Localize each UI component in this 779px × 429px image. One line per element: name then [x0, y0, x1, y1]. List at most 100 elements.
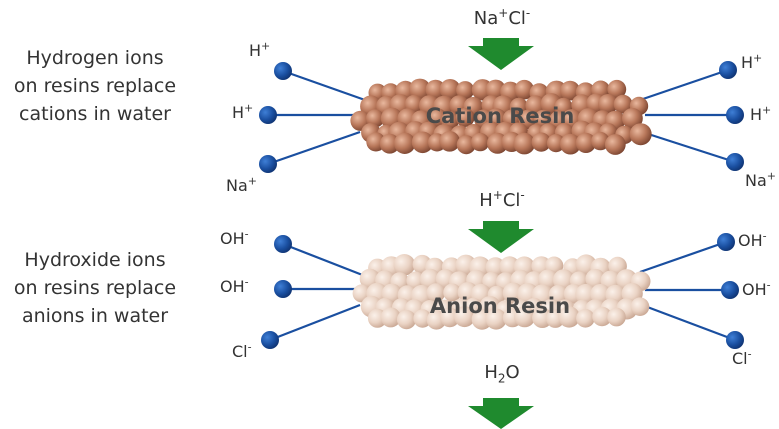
resin-bead	[440, 307, 460, 328]
resin-bead	[394, 132, 416, 154]
resin-bead	[585, 268, 606, 289]
anion-description-line: on resins replace	[13, 277, 177, 299]
cation-ion-label: H+	[249, 41, 270, 60]
resin-bead	[560, 80, 580, 101]
anion-resin-beads	[352, 253, 651, 330]
anion-ion-label: OH-	[220, 275, 249, 296]
ion-symbol: Cl	[232, 342, 248, 361]
resin-bead	[622, 108, 643, 129]
cation-connectors	[267, 68, 736, 166]
anion-ion-label: OH-	[738, 229, 767, 250]
anion-ion-label: OH-	[220, 227, 249, 248]
flow-top-ion-a: Na	[473, 8, 499, 29]
resin-bead	[396, 310, 417, 330]
flow-bottom-b: O	[505, 362, 520, 383]
anion-ion-label: Cl-	[732, 347, 752, 368]
resin-bead	[380, 307, 401, 328]
cation-description-line: Hydrogen ions	[26, 47, 164, 69]
cation-resin-beads	[350, 78, 652, 155]
cation-resin-label: Cation Resin	[425, 104, 575, 128]
ion-symbol: H	[249, 41, 262, 60]
ion-symbol: Na	[226, 176, 248, 195]
resin-bead	[560, 133, 581, 155]
resin-bead	[456, 135, 476, 155]
ion-charge: +	[766, 169, 776, 183]
resin-bead	[499, 256, 520, 277]
anion-description-line: Hydroxide ions	[24, 249, 166, 271]
resin-bead	[411, 131, 434, 154]
resin-bead	[413, 309, 432, 328]
resin-bead	[604, 134, 626, 155]
cation-ion-label: H+	[750, 103, 772, 124]
flow-top-ion-a-charge: +	[498, 6, 509, 20]
cation-ion-label: Na+	[226, 174, 257, 195]
ion-symbol: Na	[745, 171, 767, 190]
resin-bead	[576, 309, 595, 328]
cation-description-line: on resins replace	[13, 75, 177, 97]
anion-connectors	[269, 240, 736, 342]
cation-description-line: cations in water	[19, 103, 171, 125]
resin-bead	[513, 132, 536, 155]
ion-symbol: Cl	[732, 349, 748, 368]
resin-bead	[575, 132, 597, 153]
ion-charge: -	[247, 340, 252, 354]
resin-bead	[531, 132, 551, 152]
flow-arrow-bottom	[468, 398, 534, 429]
resin-bead	[598, 94, 618, 114]
ion-charge: -	[244, 275, 249, 289]
resin-bead	[607, 79, 627, 99]
cation-ion-label: H+	[741, 51, 763, 72]
resin-bead	[485, 308, 507, 330]
resin-bead	[379, 133, 400, 154]
ion-symbol: H	[741, 53, 754, 72]
flow-arrow-middle	[468, 221, 534, 253]
flow-arrow-top	[468, 38, 534, 70]
ion-charge: +	[753, 51, 763, 65]
resin-bead	[443, 283, 462, 302]
resin-bead	[456, 81, 475, 100]
resin-bead	[426, 283, 446, 303]
flow-middle-ion-a-charge: +	[492, 188, 503, 202]
ion-charge: -	[766, 278, 771, 292]
resin-bead	[591, 131, 610, 151]
ion-charge: -	[244, 227, 249, 241]
resin-bead	[592, 306, 612, 327]
resin-bead	[393, 253, 416, 276]
ion-symbol: OH	[738, 231, 763, 250]
resin-bead	[558, 306, 580, 328]
resin-bead	[366, 109, 385, 128]
cation-ion-label: Na+	[745, 169, 776, 190]
ion-symbol: OH	[220, 229, 245, 248]
flow-label-top: Na+Cl-	[460, 6, 544, 29]
flow-middle-ion-b-charge: -	[520, 188, 525, 202]
flow-bottom-a-subscript: 2	[497, 371, 506, 386]
resin-bead	[425, 79, 446, 100]
flow-top-ion-b: Cl	[508, 8, 526, 29]
flow-label-middle: H+Cl-	[460, 188, 544, 211]
resin-bead	[439, 131, 460, 152]
resin-bead	[630, 297, 650, 317]
resin-bead	[454, 306, 475, 328]
ion-charge: -	[747, 347, 752, 361]
anion-resin-label: Anion Resin	[429, 294, 571, 318]
cation-ion-dots	[259, 61, 744, 173]
ion-charge: +	[762, 103, 772, 117]
ion-symbol: H	[232, 103, 245, 122]
anion-description: Hydroxide ions on resins replace anions …	[0, 246, 190, 330]
anion-ion-label: OH-	[742, 278, 771, 299]
ion-symbol: OH	[742, 280, 767, 299]
cation-ion-label: H+	[232, 101, 254, 122]
flow-middle-ion-a: H	[479, 190, 493, 211]
ion-charge: +	[244, 101, 254, 115]
resin-bead	[439, 79, 461, 100]
resin-bead	[546, 134, 566, 153]
ion-symbol: OH	[220, 277, 245, 296]
anion-description-line: anions in water	[21, 305, 169, 327]
ion-charge: +	[247, 174, 257, 188]
flow-top-ion-b-charge: -	[525, 6, 531, 20]
ion-charge: -	[762, 229, 767, 243]
flow-middle-ion-b: Cl	[502, 190, 521, 211]
resin-bead	[471, 132, 490, 152]
anion-ion-label: Cl-	[232, 340, 252, 361]
